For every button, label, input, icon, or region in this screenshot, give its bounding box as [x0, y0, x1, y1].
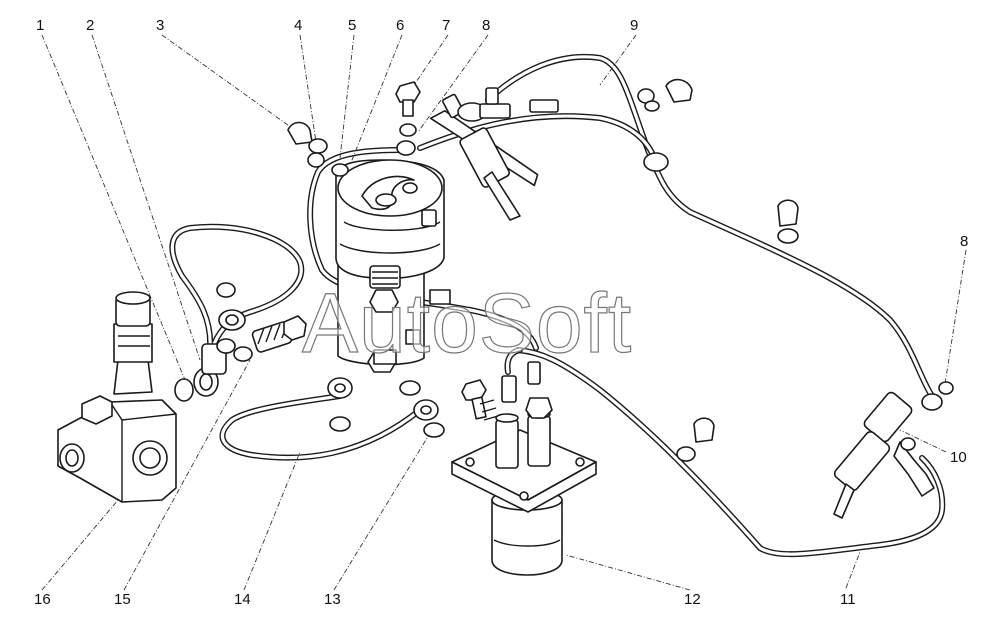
- callout-1: 1: [36, 17, 44, 34]
- callout-13: 13: [324, 591, 341, 608]
- watermark: AutoSoft: [302, 276, 632, 370]
- fuel-pipes: [169, 53, 946, 558]
- callout-16: 16: [34, 591, 51, 608]
- callout-numbers: 1 2 3 4 5 6 7 8 9 8 10 11 12 13 14 15 16: [34, 17, 968, 608]
- relief-valve-body: [57, 291, 177, 503]
- fuel-injection-pump: [331, 159, 451, 373]
- spring-part-15: [251, 315, 307, 353]
- callout-8-top: 8: [482, 17, 490, 34]
- callout-10: 10: [950, 449, 967, 466]
- callout-14: 14: [234, 591, 251, 608]
- callout-5: 5: [348, 17, 356, 34]
- callout-7: 7: [442, 17, 450, 34]
- leader-lines: [41, 34, 967, 591]
- callout-9: 9: [630, 17, 638, 34]
- callout-12: 12: [684, 591, 701, 608]
- callout-3: 3: [156, 17, 164, 34]
- banjo-fittings-bottom: [327, 349, 445, 438]
- banjo-fittings-left: [174, 282, 307, 402]
- callout-6: 6: [396, 17, 404, 34]
- callout-8-right: 8: [960, 233, 968, 250]
- injector-top: [429, 87, 559, 221]
- fittings-top-right: [637, 78, 799, 462]
- fuel-filter: [451, 361, 597, 576]
- callout-15: 15: [114, 591, 131, 608]
- callout-4: 4: [294, 17, 302, 34]
- pipe-14: [219, 393, 423, 461]
- pump-top-fittings: [287, 81, 421, 168]
- callout-11: 11: [840, 591, 856, 608]
- injector-right: [833, 381, 954, 519]
- callout-2: 2: [86, 17, 94, 34]
